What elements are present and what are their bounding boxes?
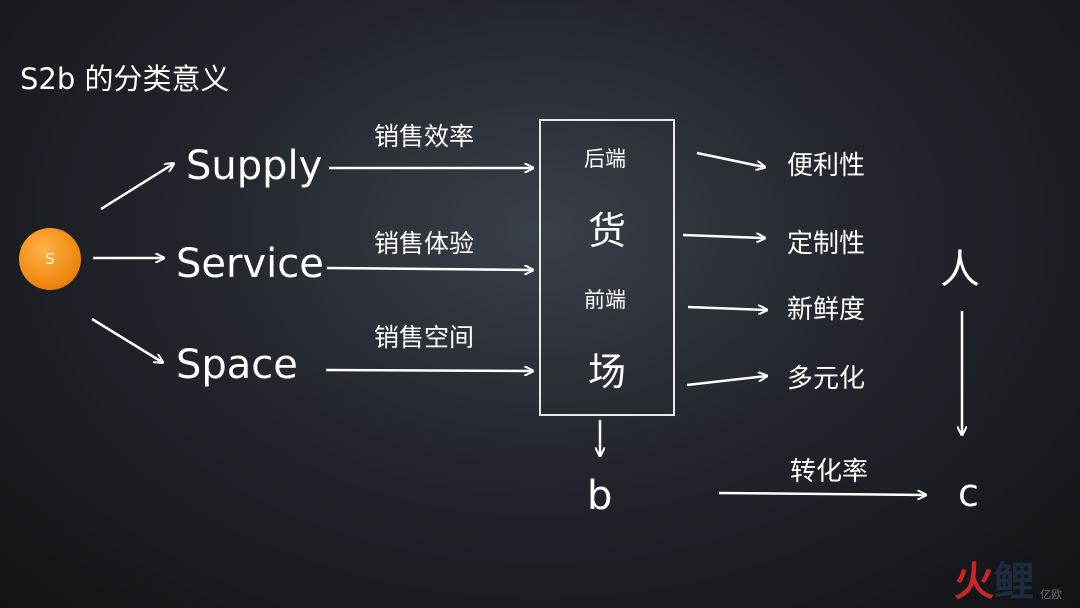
watermark-logo-right: 鲤 [994, 559, 1034, 605]
arrow-service-to-box [326, 268, 532, 270]
watermark-logo: 火鲤 [954, 562, 1034, 602]
watermark-logo-left: 火 [954, 559, 994, 605]
label-conversion-rate: 转化率 [790, 457, 869, 487]
arrow-to-convenience [696, 151, 764, 167]
label-sales-efficiency: 销售效率 [374, 122, 475, 151]
arrow-to-freshness [687, 307, 766, 310]
goods-venue-box [539, 119, 675, 416]
label-supply: Supply [186, 143, 323, 189]
label-customization: 定制性 [787, 229, 866, 259]
arrow-to-customization [682, 235, 764, 238]
label-space: Space [176, 342, 298, 388]
label-service: Service [176, 241, 324, 287]
label-convenience: 便利性 [787, 151, 866, 181]
label-sales-space: 销售空间 [374, 323, 475, 352]
node-c: c [958, 471, 979, 515]
arrow-to-diversity [686, 376, 766, 387]
arrow-s-to-supply [100, 164, 173, 211]
label-front-end: 前端 [584, 288, 626, 312]
label-venue: 场 [588, 350, 627, 394]
arrow-b-to-c [718, 493, 925, 495]
label-freshness: 新鲜度 [787, 295, 866, 325]
arrow-s-to-space [91, 317, 162, 362]
slide-title: S2b 的分类意义 [20, 62, 230, 96]
source-node-label: S [45, 250, 55, 268]
watermark: 火鲤 亿欧 [954, 562, 1062, 602]
arrow-space-to-box [325, 370, 532, 371]
label-back-end: 后端 [584, 147, 626, 171]
label-goods: 货 [588, 209, 627, 253]
label-sales-experience: 销售体验 [374, 229, 475, 258]
watermark-suffix: 亿欧 [1040, 588, 1062, 601]
source-node-s: S [19, 228, 81, 290]
node-person: 人 [940, 247, 980, 293]
label-diversity: 多元化 [787, 364, 866, 394]
node-b: b [587, 473, 613, 519]
